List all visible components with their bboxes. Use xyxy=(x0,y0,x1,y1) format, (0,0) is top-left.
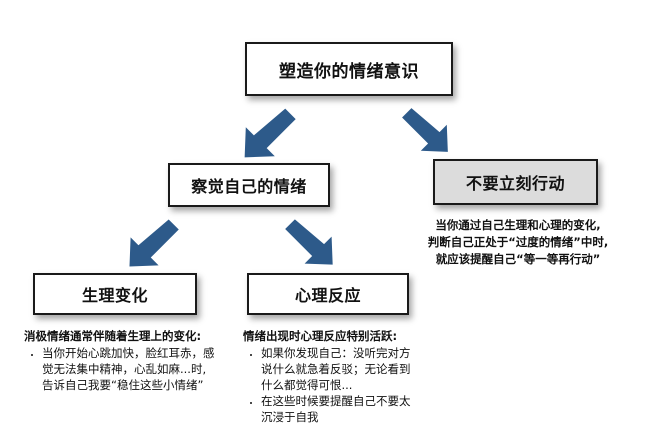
bullet-line: 在这些时候要提醒自己不要太 xyxy=(261,394,411,408)
bullet-line: 如果你发现自己：没听完对方 xyxy=(261,346,411,360)
mental-note-heading: 情绪出现时心理反应特别活跃: xyxy=(243,329,398,343)
mental-node: 心理反应 xyxy=(247,273,409,315)
list-item: 当你开始心跳加快，脸红耳赤，感 觉无法集中精神，心乱如麻...时, 告诉自己我要… xyxy=(42,345,234,393)
mental-note-list: 如果你发现自己：没听完对方 说什么就急着反驳；无论看到 什么都觉得可恨... 在… xyxy=(243,345,443,425)
arrow-root-to-awareness xyxy=(244,108,296,158)
physical-note-heading: 消极情绪通常伴随着生理上的变化: xyxy=(24,329,202,343)
arrow-root-to-no-act xyxy=(402,108,448,152)
bullet-line: 什么都觉得可恨... xyxy=(261,378,353,392)
no-act-note-line: 就应该提醒自己“等一等再行动” xyxy=(435,252,601,266)
list-item: 在这些时候要提醒自己不要太 沉浸于自我 xyxy=(261,393,443,425)
awareness-node-label: 察觉自己的情绪 xyxy=(191,177,307,196)
physical-node: 生理变化 xyxy=(33,273,197,315)
list-item: 如果你发现自己：没听完对方 说什么就急着反驳；无论看到 什么都觉得可恨... xyxy=(261,345,443,393)
mental-note: 情绪出现时心理反应特别活跃: 如果你发现自己：没听完对方 说什么就急着反驳；无论… xyxy=(243,328,443,425)
physical-note: 消极情绪通常伴随着生理上的变化: 当你开始心跳加快，脸红耳赤，感 觉无法集中精神… xyxy=(24,328,234,393)
bullet-line: 说什么就急着反驳；无论看到 xyxy=(261,362,411,376)
mental-node-label: 心理反应 xyxy=(294,286,361,305)
awareness-node: 察觉自己的情绪 xyxy=(168,163,330,207)
physical-note-list: 当你开始心跳加快，脸红耳赤，感 觉无法集中精神，心乱如麻...时, 告诉自己我要… xyxy=(24,345,234,393)
no-act-node: 不要立刻行动 xyxy=(433,159,598,205)
bullet-line: 告诉自己我要“稳住这些小情绪” xyxy=(42,378,204,392)
root-node-label: 塑造你的情绪意识 xyxy=(279,61,419,82)
bullet-line: 沉浸于自我 xyxy=(261,410,319,424)
bullet-line: 当你开始心跳加快，脸红耳赤，感 xyxy=(42,346,215,360)
bullet-line: 觉无法集中精神，心乱如麻...时, xyxy=(42,362,207,376)
no-act-note-line: 当你通过自己生理和心理的变化, xyxy=(435,218,601,232)
no-act-node-label: 不要立刻行动 xyxy=(465,174,565,193)
physical-node-label: 生理变化 xyxy=(81,286,148,305)
no-act-note: 当你通过自己生理和心理的变化, 判断自己正处于“过度的情绪”中时, 就应该提醒自… xyxy=(418,217,618,268)
arrow-awareness-to-mental xyxy=(285,219,333,265)
no-act-note-line: 判断自己正处于“过度的情绪”中时, xyxy=(427,235,609,249)
arrow-awareness-to-physical xyxy=(129,219,179,267)
root-node: 塑造你的情绪意识 xyxy=(245,42,453,96)
